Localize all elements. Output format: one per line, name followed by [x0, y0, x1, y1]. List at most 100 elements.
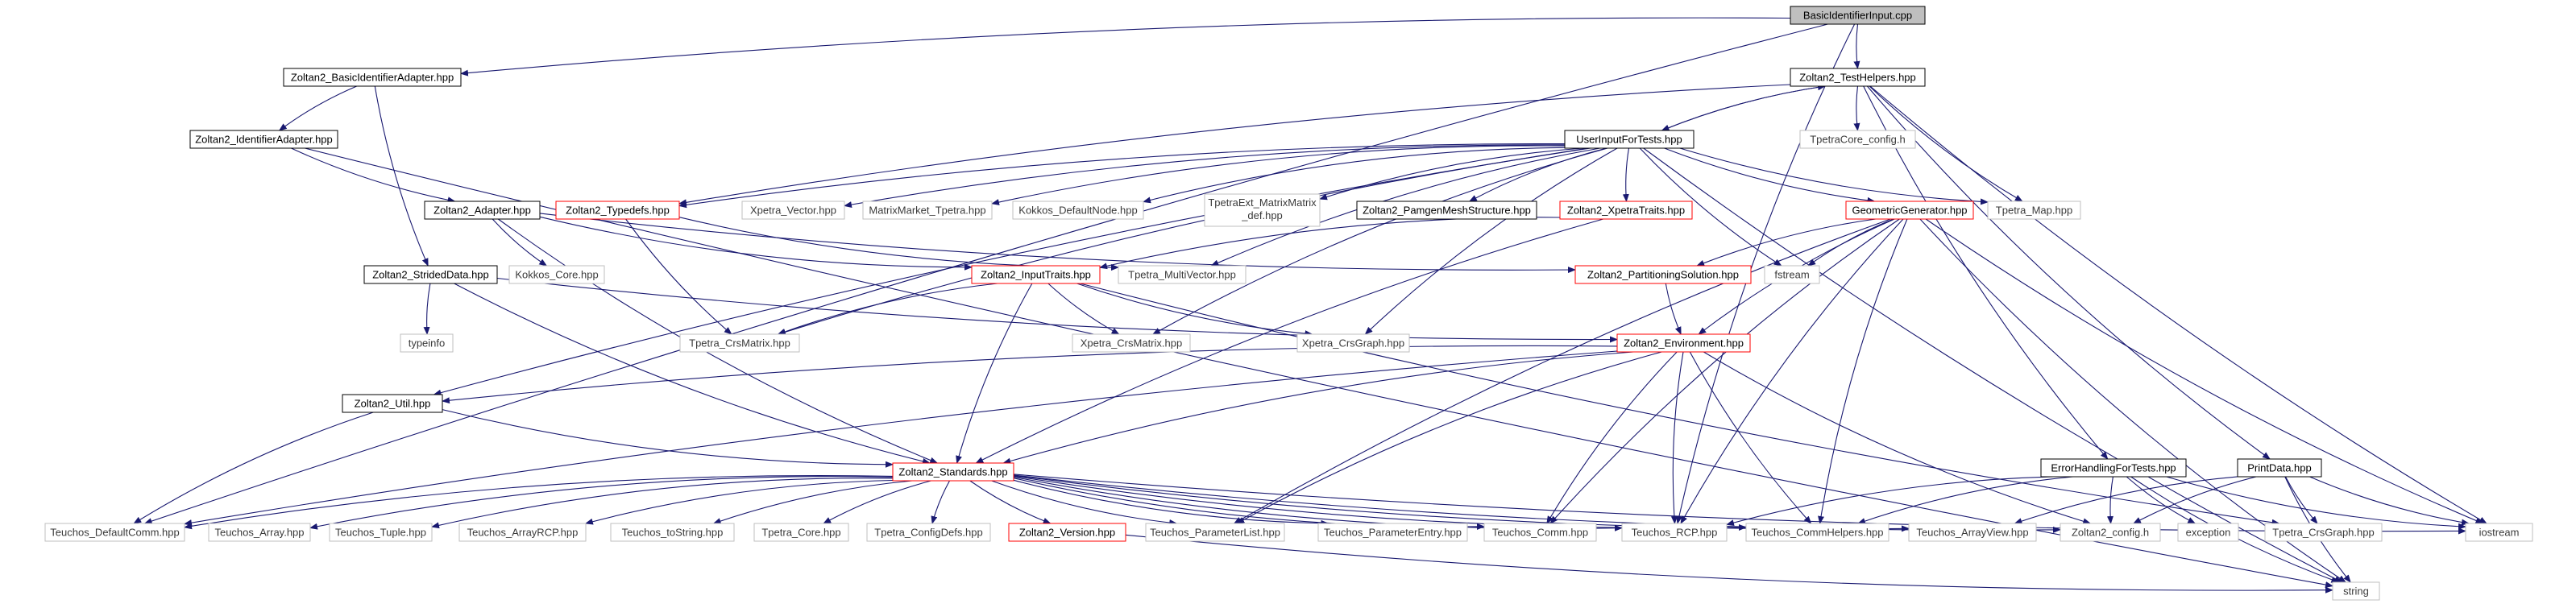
node-box-errorhandling — [2040, 458, 2187, 478]
edge-geomgen-to-teuchos_comm — [1549, 218, 1900, 524]
node-environment[interactable]: Zoltan2_Environment.hpp — [1616, 333, 1751, 353]
node-version[interactable]: Zoltan2_Version.hpp — [1008, 523, 1126, 542]
node-teuchos_parameterlist: Teuchos_ParameterList.hpp — [1145, 523, 1285, 542]
edge-userinput-to-xpetra_crsmatrix — [1152, 147, 1608, 335]
node-label-tpetra_crsmatrix: Tpetra_CrsMatrix.hpp — [689, 337, 790, 349]
node-zoltan2_config: Zoltan2_config.h — [2060, 523, 2161, 542]
edge-geomgen-to-iostream — [1925, 218, 2484, 524]
node-box-xpetra_vector — [741, 201, 845, 220]
edge-typedefs-to-tpetra_crsmatrix — [625, 218, 732, 335]
edge-root-to-testhelpers — [1853, 23, 1860, 69]
node-tpetra_crsmatrix: Tpetra_CrsMatrix.hpp — [679, 333, 800, 353]
node-box-xpetra_crsmatrix — [1072, 333, 1191, 353]
node-root[interactable]: BasicIdentifierInput.cpp — [1790, 6, 1926, 25]
edge-environment-to-teuchos_commhelpers — [1689, 351, 1812, 524]
node-label-strideddata: Zoltan2_StridedData.hpp — [372, 269, 489, 281]
edge-userinput-to-typedefs — [678, 143, 1566, 209]
edge-standards-to-teuchos_tostring — [712, 480, 912, 524]
node-label-idadapter: Zoltan2_IdentifierAdapter.hpp — [195, 134, 333, 146]
edge-standards-to-teuchos_defaultcomm — [184, 475, 894, 530]
node-label-root: BasicIdentifierInput.cpp — [1803, 10, 1912, 22]
edge-xpetratraits-to-inputtraits — [1099, 217, 1561, 270]
node-inputtraits[interactable]: Zoltan2_InputTraits.hpp — [971, 265, 1101, 284]
node-printdata[interactable]: PrintData.hpp — [2237, 458, 2322, 478]
node-label-tpetra_core: Tpetra_Core.hpp — [761, 527, 840, 539]
node-label-basicadapter: Zoltan2_BasicIdentifierAdapter.hpp — [291, 72, 454, 84]
edge-standards-to-teuchos_arrayrcp — [584, 479, 894, 525]
node-typedefs[interactable]: Zoltan2_Typedefs.hpp — [555, 201, 680, 220]
node-util[interactable]: Zoltan2_Util.hpp — [342, 394, 443, 413]
node-label-version: Zoltan2_Version.hpp — [1019, 527, 1115, 539]
node-label-teuchos_parameterlist: Teuchos_ParameterList.hpp — [1150, 527, 1280, 539]
node-mm_tpetra: MatrixMarket_Tpetra.hpp — [862, 201, 993, 220]
node-box-standards — [892, 462, 1014, 482]
node-box-teuchos_arrayview — [1908, 523, 2037, 542]
node-xpetratraits[interactable]: Zoltan2_XpetraTraits.hpp — [1559, 201, 1693, 220]
node-testhelpers[interactable]: Zoltan2_TestHelpers.hpp — [1790, 68, 1926, 87]
node-label-xpetra_vector: Xpetra_Vector.hpp — [750, 205, 836, 217]
node-box-iostream — [2465, 523, 2533, 542]
node-geomgen[interactable]: GeometricGenerator.hpp — [1845, 201, 1974, 220]
node-box-tpetra_core — [753, 523, 849, 542]
node-teuchos_defaultcomm: Teuchos_DefaultComm.hpp — [44, 523, 185, 542]
edge-adapter-to-standards — [497, 218, 939, 464]
edge-userinput-to-geomgen — [1664, 147, 1876, 204]
edge-environment-to-teuchos_comm — [1546, 351, 1678, 524]
node-typeinfo: typeinfo — [400, 333, 454, 353]
node-idadapter[interactable]: Zoltan2_IdentifierAdapter.hpp — [189, 130, 338, 149]
node-box-teuchos_parameterlist — [1145, 523, 1285, 542]
node-label-environment: Zoltan2_Environment.hpp — [1624, 337, 1744, 349]
node-layer: BasicIdentifierInput.cppZoltan2_BasicIde… — [44, 6, 2533, 601]
node-box-userinput — [1564, 130, 1695, 149]
edge-layer — [133, 17, 2487, 594]
edge-root-to-teuchos_defaultcomm — [143, 23, 1828, 524]
node-box-teuchos_parameterentry — [1317, 523, 1468, 542]
node-xpetra_crsmatrix: Xpetra_CrsMatrix.hpp — [1072, 333, 1191, 353]
node-strideddata[interactable]: Zoltan2_StridedData.hpp — [363, 265, 498, 284]
node-standards[interactable]: Zoltan2_Standards.hpp — [892, 462, 1014, 482]
node-box-teuchos_comm — [1483, 523, 1597, 542]
node-label-exception: exception — [2186, 527, 2231, 539]
node-teuchos_rcp: Teuchos_RCP.hpp — [1621, 523, 1728, 542]
node-label-xpetratraits: Zoltan2_XpetraTraits.hpp — [1567, 205, 1685, 217]
node-box-tpetra_configdefs — [866, 523, 991, 542]
node-errorhandling[interactable]: ErrorHandlingForTests.hpp — [2040, 458, 2187, 478]
node-tpetracore_config: TpetraCore_config.h — [1799, 130, 1916, 149]
edge-basicadapter-to-strideddata — [374, 85, 429, 267]
node-tpetra_multivector: Tpetra_MultiVector.hpp — [1118, 265, 1247, 284]
node-label-teuchos_commhelpers: Teuchos_CommHelpers.hpp — [1751, 527, 1883, 539]
node-box-basicadapter — [283, 68, 462, 87]
node-tpetra_core: Tpetra_Core.hpp — [753, 523, 849, 542]
edge-standards-to-teuchos_commhelpers — [1013, 475, 1747, 531]
edge-environment-to-zoltan2_config — [1703, 351, 2092, 525]
edge-environment-to-standards — [1002, 351, 1634, 465]
node-box-strideddata — [363, 265, 498, 284]
node-box-util — [342, 394, 443, 413]
node-pamgen[interactable]: Zoltan2_PamgenMeshStructure.hpp — [1356, 201, 1537, 220]
node-teuchos_arrayrcp: Teuchos_ArrayRCP.hpp — [458, 523, 587, 542]
edge-strideddata-to-environment — [496, 277, 1618, 343]
node-tpetra_crsgraph: Tpetra_CrsGraph.hpp — [2264, 523, 2383, 542]
edge-strideddata-to-standards — [454, 283, 931, 465]
node-userinput[interactable]: UserInputForTests.hpp — [1564, 130, 1695, 149]
node-adapter[interactable]: Zoltan2_Adapter.hpp — [424, 201, 541, 220]
node-partsolution[interactable]: Zoltan2_PartitioningSolution.hpp — [1574, 265, 1752, 284]
edge-errorhandling-to-teuchos_rcp — [1726, 476, 2054, 527]
node-box-tpetraext_1 — [1204, 193, 1321, 227]
node-label-partsolution: Zoltan2_PartitioningSolution.hpp — [1587, 269, 1739, 281]
node-label-teuchos_defaultcomm: Teuchos_DefaultComm.hpp — [50, 527, 179, 539]
node-box-fstream — [1764, 265, 1820, 284]
edge-printdata-to-tpetra_crsgraph — [2285, 476, 2318, 524]
edge-errorhandling-to-iostream — [2166, 476, 2466, 530]
node-label-util: Zoltan2_Util.hpp — [355, 398, 431, 410]
edge-standards-to-tpetra_configdefs — [931, 480, 950, 524]
node-label-xpetra_crsmatrix: Xpetra_CrsMatrix.hpp — [1081, 337, 1182, 349]
node-box-teuchos_array — [208, 523, 311, 542]
node-box-kokkos_core — [508, 265, 605, 284]
node-basicadapter[interactable]: Zoltan2_BasicIdentifierAdapter.hpp — [283, 68, 462, 87]
edge-standards-to-teuchos_arrayview — [1013, 474, 1910, 532]
node-teuchos_comm: Teuchos_Comm.hpp — [1483, 523, 1597, 542]
edge-util-to-teuchos_defaultcomm — [133, 412, 374, 524]
node-label-userinput: UserInputForTests.hpp — [1576, 134, 1682, 146]
